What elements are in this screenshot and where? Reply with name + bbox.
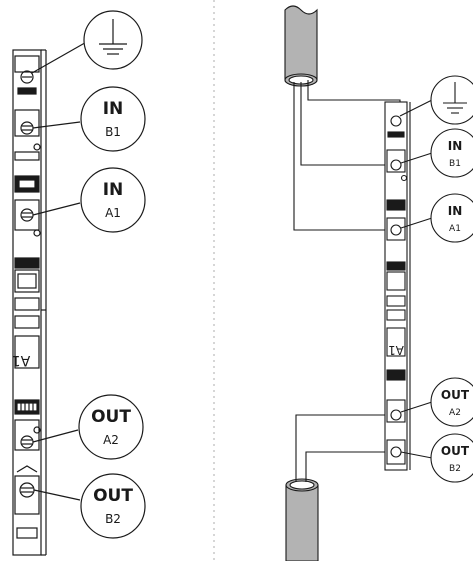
callout-main-text: IN bbox=[448, 204, 463, 218]
callout-sub-text: B1 bbox=[105, 125, 121, 139]
callout-main-text: OUT bbox=[91, 407, 131, 427]
screw-terminal bbox=[20, 70, 34, 84]
wire-in-a1 bbox=[293, 82, 393, 231]
wire-in-b1 bbox=[300, 82, 393, 166]
callout-out-b2 bbox=[430, 433, 473, 483]
callout-main-text: IN bbox=[448, 139, 463, 153]
screw-terminal bbox=[390, 224, 402, 236]
module-marking-left: A1 bbox=[12, 352, 30, 368]
callout-in-b1 bbox=[80, 86, 146, 152]
callout-sub-text: B1 bbox=[449, 159, 461, 169]
callout-in-b1 bbox=[430, 128, 473, 178]
callout-sub-text: A1 bbox=[105, 206, 121, 220]
wire-out-a2 bbox=[295, 414, 393, 482]
screw-terminal bbox=[390, 115, 402, 127]
wire-out-b2 bbox=[305, 451, 393, 482]
callout-main-text: OUT bbox=[441, 388, 470, 402]
module-marking-right: A1 bbox=[388, 343, 404, 357]
callout-sub-text: A2 bbox=[103, 433, 119, 447]
callout-in-a1 bbox=[430, 193, 473, 243]
callout-main-text: OUT bbox=[441, 444, 470, 458]
screw-terminal bbox=[390, 409, 402, 421]
callout-sub-text: A1 bbox=[449, 224, 461, 234]
callout-out-b2 bbox=[80, 473, 146, 539]
callout-main-text: IN bbox=[103, 180, 124, 200]
right-panel bbox=[284, 5, 473, 561]
callout-main-text: OUT bbox=[93, 486, 133, 506]
left-panel bbox=[12, 10, 146, 556]
callout-out-a2 bbox=[430, 377, 473, 427]
callout-sub-text: B2 bbox=[449, 464, 461, 474]
callout-out-a2 bbox=[78, 394, 144, 460]
callout-in-a1 bbox=[80, 167, 146, 233]
callout-sub-text: B2 bbox=[105, 512, 121, 526]
callout-sub-text: A2 bbox=[449, 408, 461, 418]
callout-main-text: IN bbox=[103, 99, 124, 119]
screw-terminal bbox=[390, 159, 402, 171]
screw-terminal bbox=[390, 446, 402, 458]
ground-callout bbox=[430, 75, 473, 125]
cable-bottom bbox=[285, 484, 319, 561]
